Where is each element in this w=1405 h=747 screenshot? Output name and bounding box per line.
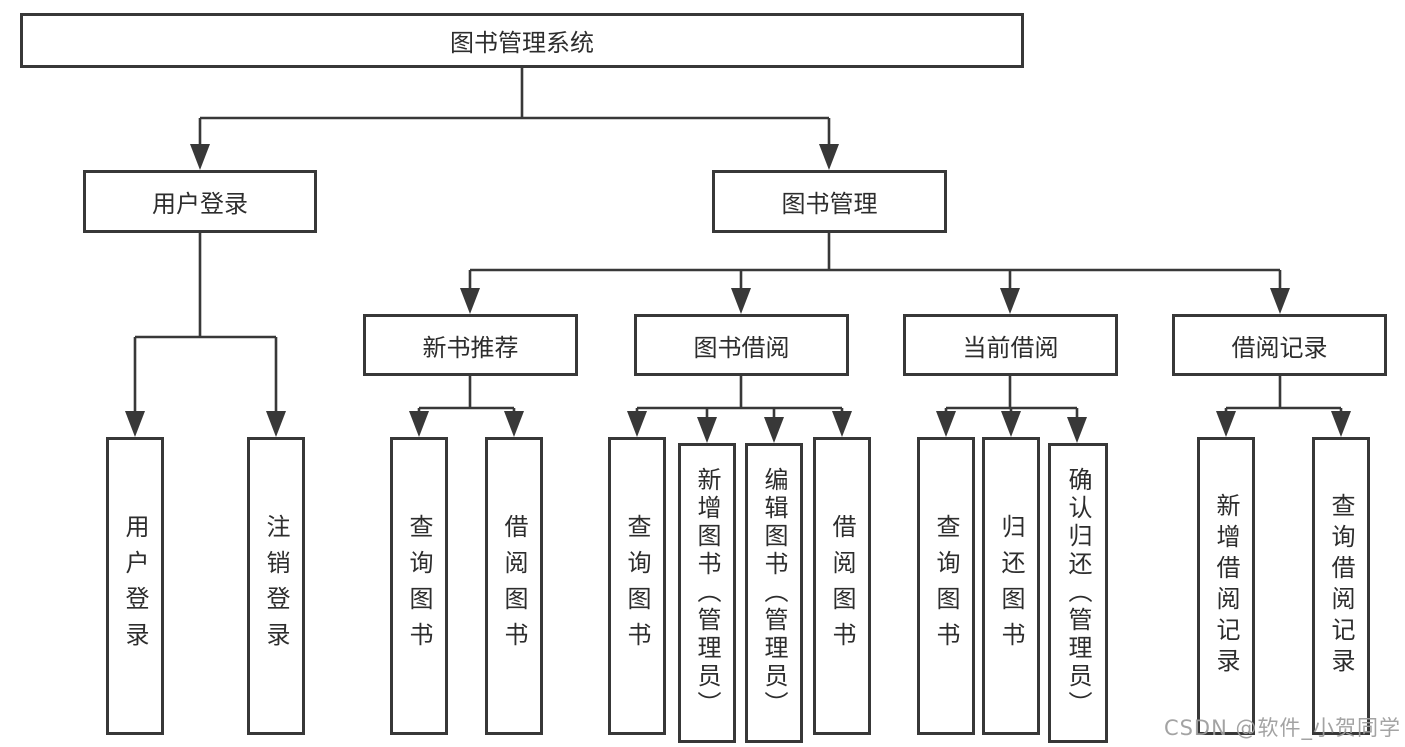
node-borrowing-records-label: 借阅记录 xyxy=(1231,333,1328,362)
node-book-management: 图书管理 xyxy=(712,170,947,233)
leaf-cb-confirm-return-admin: 确认归还（管理员） xyxy=(1048,443,1108,743)
leaf-bb-borrow-books-label: 借阅图书 xyxy=(828,514,856,658)
leaf-nbr-query-books: 查询图书 xyxy=(390,437,448,735)
leaf-cb-confirm-return-admin-label: 确认归还（管理员） xyxy=(1064,467,1092,719)
node-book-management-label: 图书管理 xyxy=(781,190,878,218)
leaf-bb-add-books-admin-label: 新增图书（管理员） xyxy=(693,467,721,719)
leaf-br-query-record-label: 查询借阅记录 xyxy=(1327,493,1355,679)
leaf-cb-query-books-label: 查询图书 xyxy=(932,514,960,658)
leaf-bb-query-books: 查询图书 xyxy=(608,437,666,735)
leaf-nbr-borrow-books: 借阅图书 xyxy=(485,437,543,735)
leaf-nbr-query-books-label: 查询图书 xyxy=(405,514,433,658)
node-new-book-recommend-label: 新书推荐 xyxy=(422,333,519,362)
leaf-cb-return-books: 归还图书 xyxy=(982,437,1040,735)
leaf-logout-login: 注销登录 xyxy=(247,437,305,735)
leaf-cb-return-books-label: 归还图书 xyxy=(997,514,1025,658)
leaf-bb-borrow-books: 借阅图书 xyxy=(813,437,871,735)
leaf-bb-query-books-label: 查询图书 xyxy=(623,514,651,658)
leaf-bb-add-books-admin: 新增图书（管理员） xyxy=(678,443,736,743)
leaf-logout-login-label: 注销登录 xyxy=(262,514,290,658)
leaf-br-add-record: 新增借阅记录 xyxy=(1197,437,1255,735)
node-user-login-label: 用户登录 xyxy=(152,190,248,218)
node-borrowing-records: 借阅记录 xyxy=(1172,314,1387,376)
node-current-borrowing-label: 当前借阅 xyxy=(962,333,1059,362)
node-current-borrowing: 当前借阅 xyxy=(903,314,1118,376)
leaf-br-add-record-label: 新增借阅记录 xyxy=(1212,493,1240,679)
leaf-cb-query-books: 查询图书 xyxy=(917,437,975,735)
leaf-user-login: 用户登录 xyxy=(106,437,164,735)
leaf-bb-edit-books-admin-label: 编辑图书（管理员） xyxy=(760,467,788,719)
leaf-nbr-borrow-books-label: 借阅图书 xyxy=(500,514,528,658)
node-book-borrowing-label: 图书借阅 xyxy=(693,333,790,362)
node-new-book-recommend: 新书推荐 xyxy=(363,314,578,376)
leaf-br-query-record: 查询借阅记录 xyxy=(1312,437,1370,735)
node-library-system-label: 图书管理系统 xyxy=(450,29,594,57)
node-library-system: 图书管理系统 xyxy=(20,13,1024,68)
leaf-bb-edit-books-admin: 编辑图书（管理员） xyxy=(745,443,803,743)
node-book-borrowing: 图书借阅 xyxy=(634,314,849,376)
node-user-login: 用户登录 xyxy=(83,170,317,233)
watermark: CSDN @软件_小贺同学 xyxy=(1163,716,1401,740)
leaf-user-login-label: 用户登录 xyxy=(121,514,149,658)
